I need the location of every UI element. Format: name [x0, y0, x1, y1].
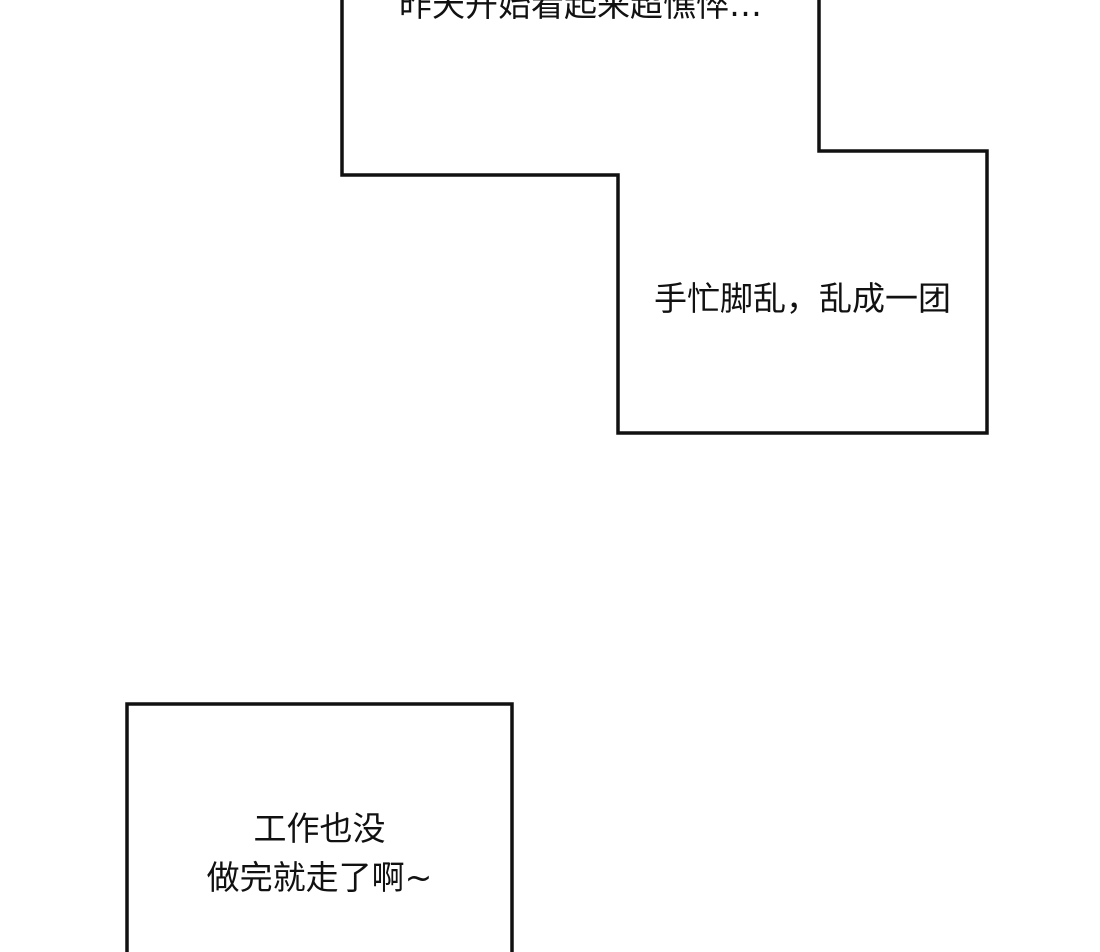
- caption-line: 做完就走了啊~: [206, 858, 433, 897]
- speech-box-bottom-outline: [125, 702, 514, 952]
- caption-left-work: 工作也没 做完就走了啊~: [127, 804, 512, 902]
- caption-line: 手忙脚乱，乱成一团: [654, 279, 951, 318]
- speech-box-top-outline: [340, 0, 989, 435]
- caption-line: 昨天开始看起来超憔悴…: [399, 0, 762, 24]
- caption-flustered: 手忙脚乱，乱成一团: [618, 274, 987, 323]
- caption-line: 工作也没: [253, 809, 386, 848]
- caption-haggard: 昨天开始看起来超憔悴…: [342, 0, 819, 29]
